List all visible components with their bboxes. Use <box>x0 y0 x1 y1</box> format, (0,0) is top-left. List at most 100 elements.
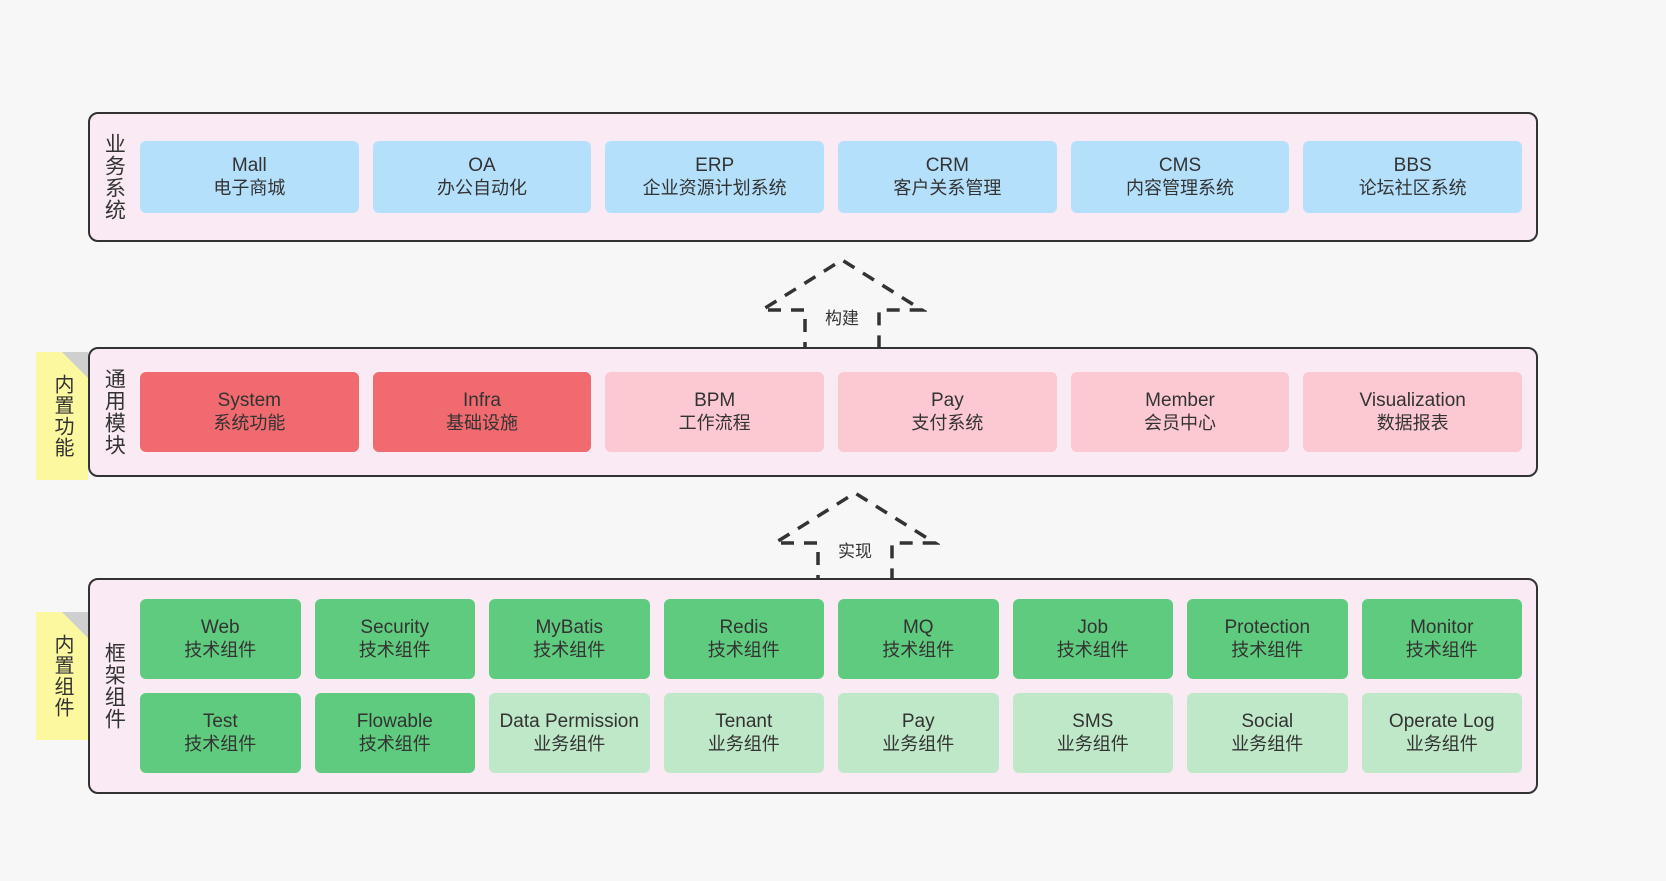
card-title-en: Visualization <box>1359 390 1466 412</box>
card-title-en: MyBatis <box>535 617 604 639</box>
card-member[interactable]: Member 会员中心 <box>1070 372 1290 452</box>
card-row: Test 技术组件 Flowable 技术组件 Data Permission … <box>140 693 1522 773</box>
card-row: Mall 电子商城 OA 办公自动化 ERP 企业资源计划系统 CRM 客户关系… <box>140 141 1523 213</box>
sticky-note-builtin-features[interactable]: 内置功能 <box>36 352 88 480</box>
card-title-cn: 技术组件 <box>707 639 780 660</box>
card-monitor[interactable]: Monitor 技术组件 <box>1361 599 1522 679</box>
card-title-cn: 工作流程 <box>678 412 751 433</box>
card-title-cn: 技术组件 <box>358 733 431 754</box>
card-title-en: Web <box>200 617 240 639</box>
card-title-cn: 技术组件 <box>184 733 257 754</box>
card-title-cn: 支付系统 <box>911 412 984 433</box>
card-row: Web 技术组件 Security 技术组件 MyBatis 技术组件 Redi… <box>140 599 1522 679</box>
card-title-cn: 业务组件 <box>1056 733 1129 754</box>
card-title-cn: 电子商城 <box>213 177 286 198</box>
layer-body-common-modules: System 系统功能 Infra 基础设施 BPM 工作流程 Pay 支付系统… <box>136 349 1536 475</box>
card-mq[interactable]: MQ 技术组件 <box>838 599 999 679</box>
layer-title-business-systems: 业务系统 <box>102 133 126 221</box>
card-crm[interactable]: CRM 客户关系管理 <box>838 141 1057 213</box>
card-title-en: BPM <box>694 390 736 412</box>
layer-common-modules: 通用模块 System 系统功能 Infra 基础设施 BPM 工作流程 Pay… <box>88 347 1538 477</box>
card-pay[interactable]: Pay 支付系统 <box>838 372 1057 452</box>
card-pay-component[interactable]: Pay 业务组件 <box>838 693 999 773</box>
card-mall[interactable]: Mall 电子商城 <box>140 141 359 213</box>
sticky-note-label: 内置组件 <box>51 634 73 718</box>
card-erp[interactable]: ERP 企业资源计划系统 <box>605 141 825 213</box>
card-title-en: Test <box>202 711 238 733</box>
card-protection[interactable]: Protection 技术组件 <box>1187 599 1348 679</box>
card-title-en: Redis <box>719 617 769 639</box>
card-title-cn: 论坛社区系统 <box>1358 177 1467 198</box>
card-oa[interactable]: OA 办公自动化 <box>372 141 592 213</box>
card-infra[interactable]: Infra 基础设施 <box>372 372 592 452</box>
layer-business-systems: 业务系统 Mall 电子商城 OA 办公自动化 ERP 企业资源计划系统 CRM… <box>88 112 1538 242</box>
card-data-permission[interactable]: Data Permission 业务组件 <box>489 693 650 773</box>
card-cms[interactable]: CMS 内容管理系统 <box>1070 141 1290 213</box>
card-title-cn: 数据报表 <box>1376 412 1449 433</box>
card-visualization[interactable]: Visualization 数据报表 <box>1303 372 1523 452</box>
card-redis[interactable]: Redis 技术组件 <box>663 599 824 679</box>
card-title-en: Tenant <box>715 711 773 733</box>
card-title-en: OA <box>468 155 496 177</box>
card-title-en: CMS <box>1158 155 1202 177</box>
arrow-label-build: 构建 <box>825 309 859 328</box>
card-title-en: Data Permission <box>499 711 639 733</box>
card-tenant[interactable]: Tenant 业务组件 <box>663 693 824 773</box>
card-title-cn: 技术组件 <box>184 639 257 660</box>
layer-body-business-systems: Mall 电子商城 OA 办公自动化 ERP 企业资源计划系统 CRM 客户关系… <box>136 114 1536 240</box>
card-operate-log[interactable]: Operate Log 业务组件 <box>1361 693 1522 773</box>
card-bpm[interactable]: BPM 工作流程 <box>605 372 825 452</box>
card-social[interactable]: Social 业务组件 <box>1187 693 1348 773</box>
card-title-en: Monitor <box>1410 617 1474 639</box>
arrow-build: 构建 <box>757 255 927 355</box>
card-title-cn: 技术组件 <box>1405 639 1478 660</box>
card-web[interactable]: Web 技术组件 <box>140 599 301 679</box>
card-title-en: System <box>217 390 282 412</box>
card-security[interactable]: Security 技术组件 <box>314 599 475 679</box>
card-title-en: MQ <box>902 617 934 639</box>
layer-body-framework-components: Web 技术组件 Security 技术组件 MyBatis 技术组件 Redi… <box>136 580 1536 792</box>
card-title-cn: 技术组件 <box>533 639 606 660</box>
card-title-en: Operate Log <box>1388 711 1495 733</box>
card-title-en: Infra <box>462 390 502 412</box>
layer-title-framework-components: 框架组件 <box>102 642 126 730</box>
card-title-cn: 办公自动化 <box>437 177 527 198</box>
card-title-en: Member <box>1145 390 1215 412</box>
card-mybatis[interactable]: MyBatis 技术组件 <box>489 599 650 679</box>
card-sms[interactable]: SMS 业务组件 <box>1012 693 1173 773</box>
card-title-cn: 业务组件 <box>1405 733 1478 754</box>
card-title-cn: 基础设施 <box>446 412 518 433</box>
card-flowable[interactable]: Flowable 技术组件 <box>314 693 475 773</box>
card-title-en: Job <box>1077 617 1109 639</box>
card-bbs[interactable]: BBS 论坛社区系统 <box>1303 141 1523 213</box>
card-row: System 系统功能 Infra 基础设施 BPM 工作流程 Pay 支付系统… <box>140 372 1523 452</box>
card-title-en: Social <box>1241 711 1294 733</box>
card-title-cn: 客户关系管理 <box>893 177 1002 198</box>
layer-framework-components: 框架组件 Web 技术组件 Security 技术组件 MyBatis 技术组件… <box>88 578 1538 794</box>
layer-title-common-modules: 通用模块 <box>102 368 126 456</box>
card-title-cn: 会员中心 <box>1144 412 1217 433</box>
card-title-cn: 业务组件 <box>533 733 606 754</box>
card-title-cn: 业务组件 <box>1231 733 1304 754</box>
card-title-en: Pay <box>901 711 935 733</box>
card-title-cn: 技术组件 <box>1056 639 1129 660</box>
arrow-label-implement: 实现 <box>838 542 872 561</box>
card-title-en: Pay <box>930 390 964 412</box>
card-title-en: SMS <box>1072 711 1114 733</box>
card-job[interactable]: Job 技术组件 <box>1012 599 1173 679</box>
card-title-cn: 技术组件 <box>358 639 431 660</box>
card-test[interactable]: Test 技术组件 <box>140 693 301 773</box>
folded-corner-icon <box>62 612 88 638</box>
card-title-cn: 技术组件 <box>1231 639 1304 660</box>
sticky-note-builtin-components[interactable]: 内置组件 <box>36 612 88 740</box>
card-title-en: CRM <box>925 155 969 177</box>
card-title-cn: 技术组件 <box>882 639 955 660</box>
card-title-cn: 业务组件 <box>707 733 780 754</box>
card-title-en: Mall <box>231 155 267 177</box>
card-title-cn: 企业资源计划系统 <box>642 177 787 198</box>
arrow-implement: 实现 <box>770 488 940 588</box>
card-title-en: Flowable <box>356 711 433 733</box>
card-title-en: Protection <box>1224 617 1311 639</box>
card-system[interactable]: System 系统功能 <box>140 372 359 452</box>
